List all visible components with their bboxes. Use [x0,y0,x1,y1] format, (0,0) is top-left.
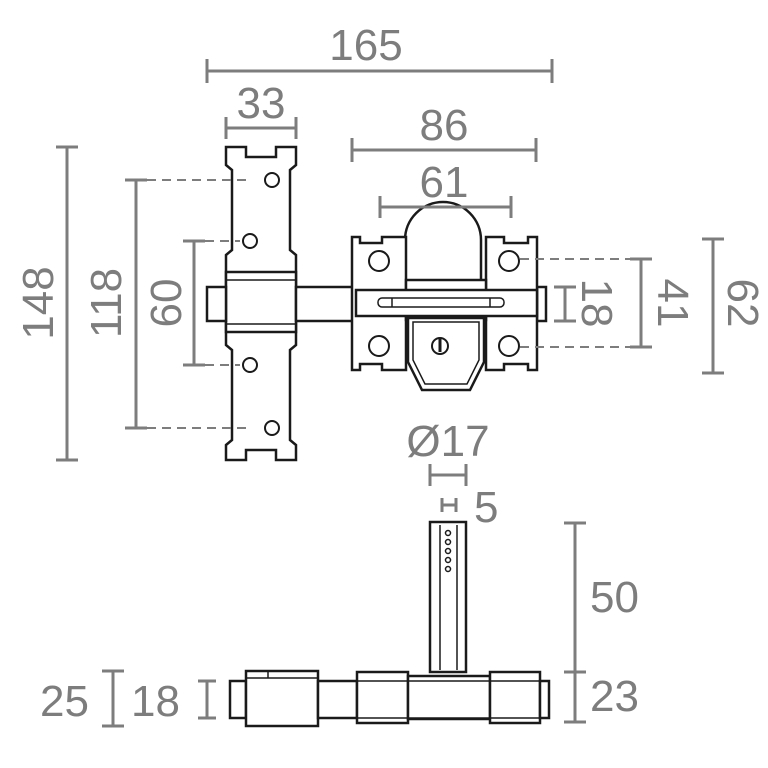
bolt [205,285,548,323]
dim-key-length: 50 [590,573,639,622]
dim-plate-depth: 25 [40,677,89,726]
key [428,520,468,674]
dim-shackle-width: 61 [420,158,469,207]
dim-cylinder-diameter: Ø17 [406,417,489,466]
dim-bolt-depth: 18 [131,677,180,726]
strike-plate [224,145,298,462]
dim-plate-width: 33 [237,79,286,128]
dim-housing-depth: 23 [590,672,639,721]
housing-hole-1 [368,250,390,272]
dim-key-width: 5 [474,483,498,532]
dim-housing-width: 86 [420,101,469,150]
plate-hole-1 [264,172,280,188]
dimension-lines [56,59,724,728]
dim-housing-hole-spacing: 41 [648,279,697,328]
housing-hole-3 [368,335,390,357]
side-view [228,520,551,728]
bolt-keeper [224,270,298,334]
lock-housing [350,200,539,392]
dim-total-length: 165 [329,21,402,70]
dim-bolt-height: 18 [572,279,621,328]
dim-plate-height: 148 [14,266,63,339]
plate-hole-4 [264,420,280,436]
dimension-labels: 165 33 86 61 148 118 60 18 41 62 Ø17 5 5… [14,21,767,726]
plate-hole-2 [242,233,258,249]
dim-housing-height: 62 [718,279,767,328]
dim-hole-outer-spacing: 118 [82,268,131,338]
housing-hole-2 [498,250,520,272]
plate-hole-3 [242,357,258,373]
housing-hole-4 [498,335,520,357]
dim-hole-inner-spacing: 60 [142,279,191,328]
